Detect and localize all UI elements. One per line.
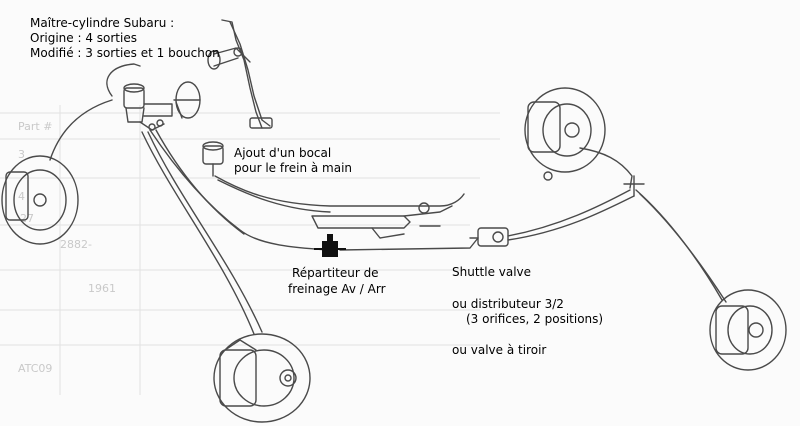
label-distributeur-1: ou distributeur 3/2 bbox=[452, 297, 564, 311]
ghost-table-grid bbox=[0, 105, 500, 395]
ghost-table-cell: 2882- bbox=[60, 238, 92, 251]
label-bocal-2: pour le frein à main bbox=[234, 161, 353, 175]
rear-right-disc bbox=[524, 87, 606, 181]
title-line-3: Modifié : 3 sorties et 1 bouchon bbox=[30, 46, 220, 60]
ghost-table-cell: 3 bbox=[18, 148, 25, 161]
ghost-table-cell: ATC09 bbox=[18, 362, 53, 375]
brake-lines bbox=[49, 63, 727, 335]
label-distributeur-2: (3 orifices, 2 positions) bbox=[466, 312, 604, 326]
front-right-disc bbox=[213, 333, 311, 423]
label-shuttle-valve: Shuttle valve bbox=[452, 265, 532, 279]
label-repartiteur-2: freinage Av / Arr bbox=[288, 282, 386, 296]
ghost-table-header: Part # bbox=[18, 120, 53, 133]
label-bocal-1: Ajout d'un bocal bbox=[234, 146, 332, 160]
label-tiroir: ou valve à tiroir bbox=[452, 343, 547, 357]
label-repartiteur-1: Répartiteur de bbox=[292, 266, 379, 280]
ghost-table-cell: 1961 bbox=[88, 282, 116, 295]
handbrake-lever bbox=[311, 202, 453, 239]
rear-left-disc bbox=[709, 289, 787, 371]
title-line-1: Maître-cylindre Subaru : bbox=[30, 16, 175, 30]
title-line-2: Origine : 4 sorties bbox=[30, 31, 137, 45]
shuttle-valve-body bbox=[469, 227, 509, 247]
front-left-disc bbox=[1, 155, 79, 245]
repartiteur-valve bbox=[314, 234, 346, 257]
brake-pedal bbox=[207, 19, 273, 129]
master-cylinder bbox=[123, 81, 201, 131]
handbrake-reservoir bbox=[202, 141, 224, 177]
ghost-table-cell: 4 bbox=[18, 190, 25, 203]
